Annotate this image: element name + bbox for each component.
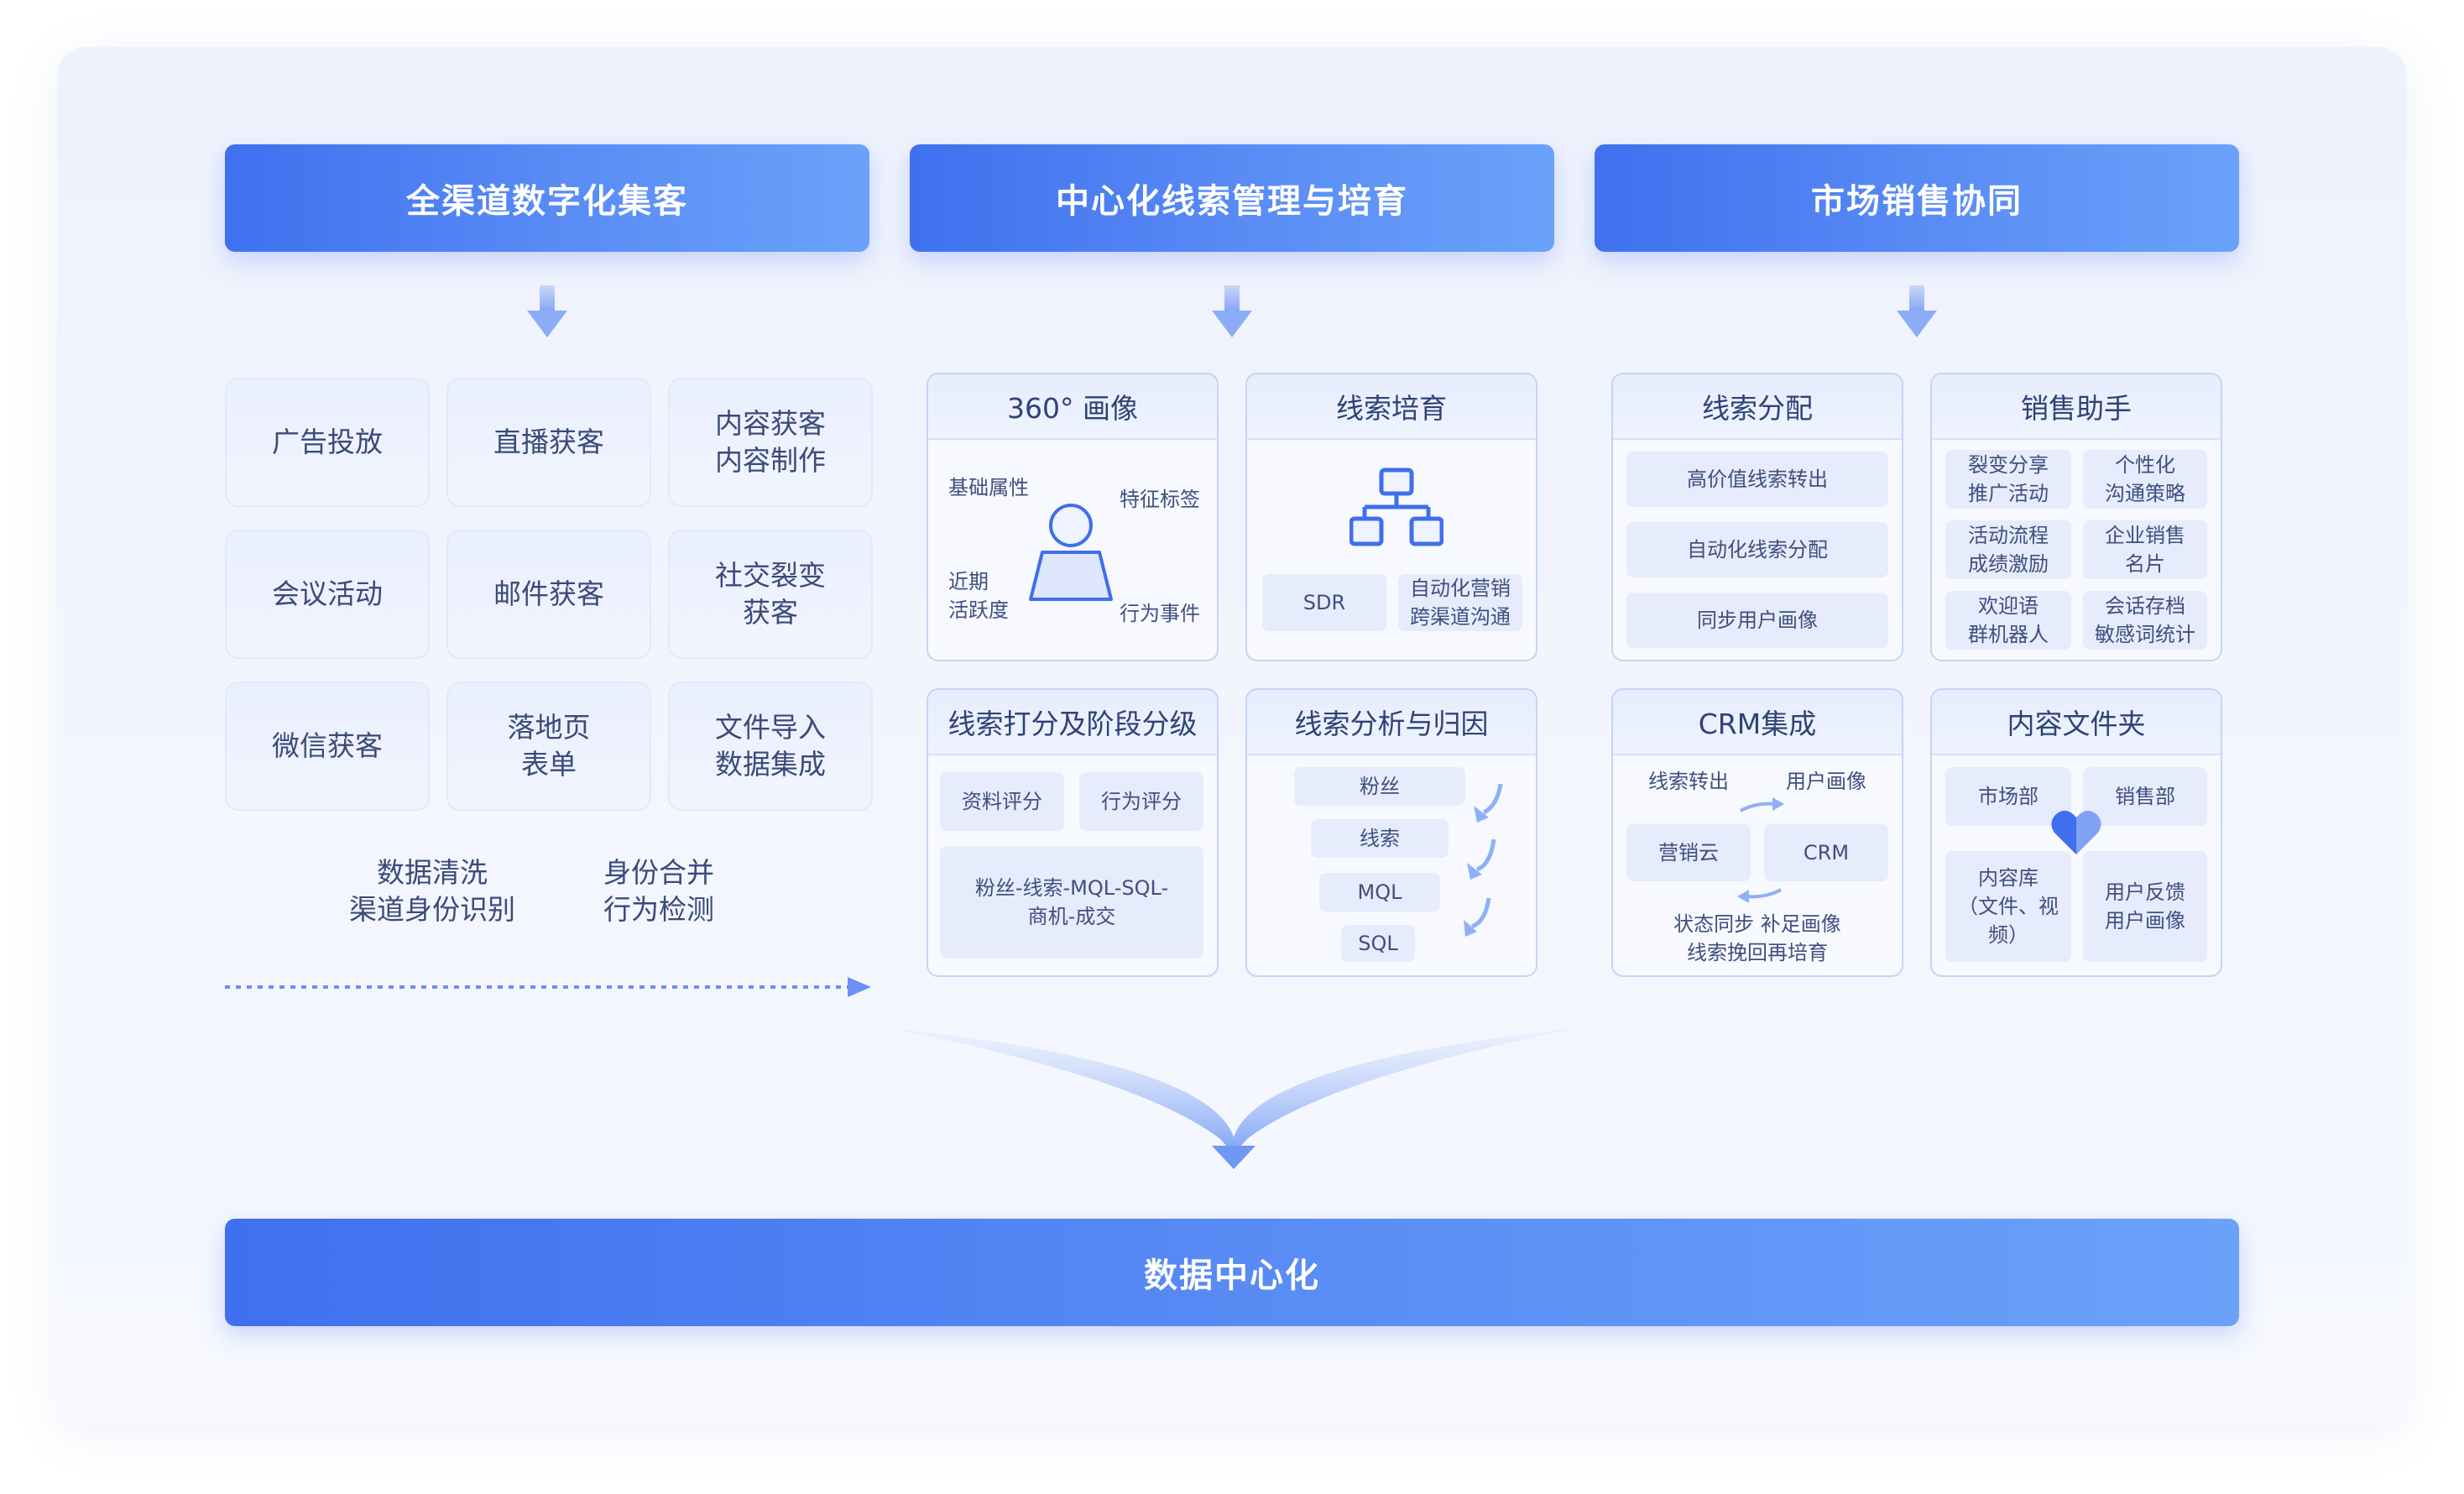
chip-funnel-stages: 粉丝-线索-MQL-SQL- 商机-成交: [940, 846, 1203, 959]
chip-behavior-score: 行为评分: [1079, 772, 1203, 831]
label-lead-out: 线索转出: [1648, 770, 1729, 793]
heart-icon: [2051, 810, 2101, 854]
down-arrow-icon: [1212, 285, 1252, 337]
chip-sync-portrait: 同步用户画像: [1626, 593, 1888, 648]
chip-activity-flow: 活动流程 成绩激励: [1945, 520, 2071, 579]
channel-content: 内容获客 内容制作: [668, 378, 873, 507]
stage-fans: 粉丝: [1294, 767, 1465, 806]
channel-file-import: 文件导入 数据集成: [668, 682, 873, 811]
channel-conference: 会议活动: [225, 530, 430, 659]
label-behavior-events: 行为事件: [1120, 602, 1200, 625]
curved-arrows-icon: [1464, 783, 1503, 937]
card-title: 线索培育: [1247, 374, 1536, 440]
chip-content-library: 内容库 （文件、视频）: [1945, 851, 2071, 962]
footer-data-centralization: 数据中心化: [225, 1219, 2239, 1326]
header-omnichannel: 全渠道数字化集客: [225, 144, 869, 252]
chip-sdr: SDR: [1262, 574, 1386, 631]
note-identity-merge: 身份合并 行为检测: [603, 856, 714, 926]
header-lead-management: 中心化线索管理与培育: [910, 144, 1554, 252]
org-chart-icon: [1349, 468, 1443, 546]
note-data-cleaning: 数据清洗 渠道身份识别: [349, 856, 515, 926]
chip-viral-share: 裂变分享 推广活动: [1945, 450, 2071, 509]
chip-profile-score: 资料评分: [940, 772, 1064, 831]
chip-auto-distribution: 自动化线索分配: [1626, 522, 1888, 577]
user-profile-icon: [1029, 504, 1113, 601]
chip-high-value-leads: 高价值线索转出: [1626, 452, 1888, 507]
card-lead-analysis: 线索分析与归因 粉丝 线索 MQL SQL: [1245, 688, 1537, 977]
chip-crm: CRM: [1764, 824, 1888, 881]
card-content-folder: 内容文件夹 市场部 销售部 内容库 （文件、视频） 用户反馈 用户画像: [1930, 688, 2222, 977]
dotted-arrow-icon: [225, 977, 871, 997]
card-title: 内容文件夹: [1932, 690, 2221, 755]
card-title: 销售助手: [1932, 374, 2221, 440]
chip-business-card: 企业销售 名片: [2083, 520, 2207, 579]
down-arrow-icon: [527, 285, 567, 337]
chip-personal-strategy: 个性化 沟通策略: [2083, 450, 2207, 509]
label-feature-tags: 特征标签: [1120, 488, 1200, 511]
card-title: 线索分析与归因: [1247, 690, 1536, 755]
stage-mql: MQL: [1319, 873, 1440, 912]
card-lead-scoring: 线索打分及阶段分级 资料评分 行为评分 粉丝-线索-MQL-SQL- 商机-成交: [927, 688, 1219, 977]
stage-leads: 线索: [1311, 819, 1449, 858]
card-lead-distribution: 线索分配 高价值线索转出 自动化线索分配 同步用户画像: [1611, 373, 1903, 661]
funnel-arrow-icon: [890, 1028, 1578, 1169]
chip-marketing-cloud: 营销云: [1626, 824, 1751, 881]
card-sales-assistant: 销售助手 裂变分享 推广活动 个性化 沟通策略 活动流程 成绩激励 企业销售 名…: [1930, 373, 2222, 661]
down-arrow-icon: [1897, 285, 1937, 337]
channel-landing-page: 落地页 表单: [446, 682, 651, 811]
channel-livestream: 直播获客: [446, 378, 651, 507]
label-status-sync: 状态同步 补足画像 线索挽回再培育: [1673, 912, 1841, 964]
chip-sales-dept: 销售部: [2083, 767, 2207, 826]
stage-sql: SQL: [1341, 925, 1415, 962]
chip-automation: 自动化营销 跨渠道沟通: [1398, 574, 1522, 631]
chip-welcome-bot: 欢迎语 群机器人: [1945, 591, 2071, 650]
chip-user-feedback: 用户反馈 用户画像: [2083, 851, 2207, 962]
channel-wechat: 微信获客: [225, 682, 430, 811]
arrow-left-icon: [1737, 888, 1782, 903]
arrow-right-icon: [1740, 797, 1784, 812]
card-title: 360° 画像: [928, 374, 1217, 440]
label-basic-attributes: 基础属性: [948, 476, 1029, 499]
card-title: 线索分配: [1613, 374, 1902, 440]
chip-marketing-dept: 市场部: [1945, 767, 2071, 826]
label-recent-activity: 近期 活跃度: [948, 570, 1009, 622]
card-title: 线索打分及阶段分级: [928, 690, 1217, 755]
card-crm-integration: CRM集成 线索转出 用户画像 营销云 CRM 状态同步 补足画像 线索挽回再培…: [1611, 688, 1903, 977]
channel-ads: 广告投放: [225, 378, 430, 507]
card-360-portrait: 360° 画像 基础属性 特征标签 近期 活跃度 行为事件: [927, 373, 1219, 661]
chip-session-archive: 会话存档 敏感词统计: [2083, 591, 2207, 650]
label-user-portrait: 用户画像: [1786, 770, 1866, 793]
header-sales-collab: 市场销售协同: [1595, 144, 2239, 252]
channel-email: 邮件获客: [446, 530, 651, 659]
card-title: CRM集成: [1613, 690, 1902, 755]
channel-social: 社交裂变 获客: [668, 530, 873, 659]
card-lead-nurture: 线索培育 SDR 自动化营销 跨渠道沟通: [1245, 373, 1537, 661]
